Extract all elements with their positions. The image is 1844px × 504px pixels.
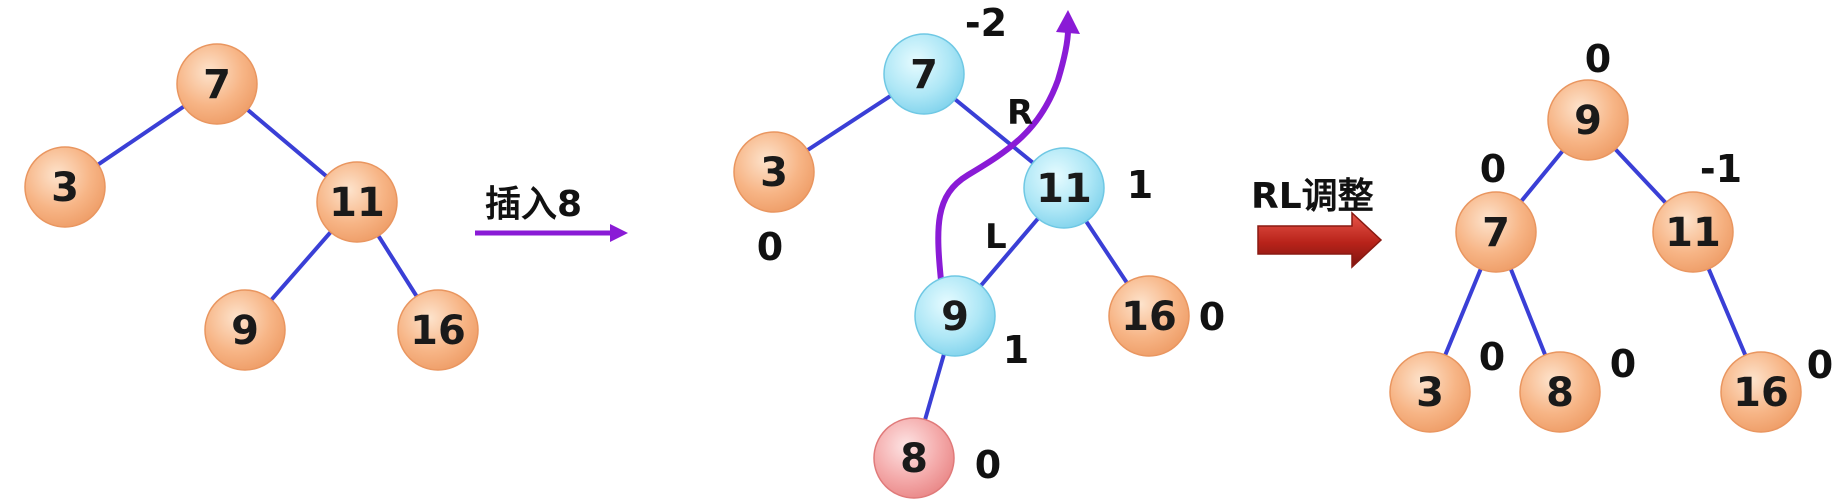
tree3-balance-factor-16: 0: [1807, 343, 1833, 387]
tree3-balance-factor-3: 0: [1479, 335, 1505, 379]
edge-label-l: L: [985, 217, 1007, 257]
tree2-node-3: [733, 131, 815, 213]
tree2-balance-factor-7: -2: [965, 1, 1007, 45]
tree2-node-9: [914, 275, 996, 357]
tree3-node-9: [1547, 79, 1629, 161]
tree2-node-8: [873, 417, 955, 499]
tree3-node-16: [1720, 351, 1802, 433]
tree2-node-7: [883, 33, 965, 115]
tree3-balance-factor-8: 0: [1610, 342, 1636, 386]
tree1-node-label-7: 7: [203, 62, 231, 108]
tree3-node-11: [1652, 191, 1734, 273]
tree2-balance-factor-11: 1: [1127, 163, 1153, 207]
tree2-balance-factor-8: 0: [975, 443, 1001, 487]
tree1-nodes: 7 3 11 9 16: [24, 43, 479, 371]
insert-label: 插入8: [485, 184, 582, 225]
tree3-node-label-3: 3: [1416, 370, 1444, 416]
tree2-node-label-11: 11: [1036, 166, 1092, 212]
tree2-balance-factor-3: 0: [757, 225, 783, 269]
tree2-node-label-16: 16: [1121, 294, 1177, 340]
rl-path-arrow: [935, 10, 1080, 291]
tree1-node-11: [316, 161, 398, 243]
tree3-node-label-8: 8: [1546, 370, 1574, 416]
tree3-balance-factor-7: 0: [1480, 147, 1506, 191]
tree1-node-16: [397, 289, 479, 371]
tree2-node-11: [1023, 147, 1105, 229]
tree2-balance-factor-9: 1: [1003, 328, 1029, 372]
insert-arrow-head: [610, 224, 628, 242]
tree2-node-label-9: 9: [941, 294, 969, 340]
tree1-node-7: [176, 43, 258, 125]
tree3-node-8: [1519, 351, 1601, 433]
rl-adjust-label: RL调整: [1251, 176, 1374, 217]
rl-path-arrowhead: [1056, 10, 1080, 34]
tree3-node-label-9: 9: [1574, 98, 1602, 144]
tree2-node-label-3: 3: [760, 150, 788, 196]
tree3-node-label-7: 7: [1482, 210, 1510, 256]
rl-adjust-arrow: [1257, 211, 1383, 269]
tree1-node-label-16: 16: [410, 308, 466, 354]
tree3-node-label-11: 11: [1665, 210, 1721, 256]
tree1-node-label-9: 9: [231, 308, 259, 354]
insert-operation: 插入8: [475, 184, 628, 242]
tree1-node-label-11: 11: [329, 180, 385, 226]
tree3-node-3: [1389, 351, 1471, 433]
tree3-balance-factor-11: -1: [1700, 147, 1742, 191]
tree1-node-label-3: 3: [51, 165, 79, 211]
edge-label-r: R: [1007, 93, 1033, 133]
tree3-balance-factor-9: 0: [1585, 37, 1611, 81]
rl-adjust-operation: RL调整: [1251, 176, 1383, 269]
tree3-node-label-16: 16: [1733, 370, 1789, 416]
tree2-node-label-8: 8: [900, 436, 928, 482]
tree3-node-7: [1455, 191, 1537, 273]
tree2-balance-factor-16: 0: [1199, 295, 1225, 339]
tree2-edges: [772, 72, 1151, 459]
tree2-node-16: [1108, 275, 1190, 357]
tree1-node-9: [204, 289, 286, 371]
tree1-node-3: [24, 146, 106, 228]
tree2-node-label-7: 7: [910, 52, 938, 98]
rl-path-curve: [935, 29, 1071, 291]
